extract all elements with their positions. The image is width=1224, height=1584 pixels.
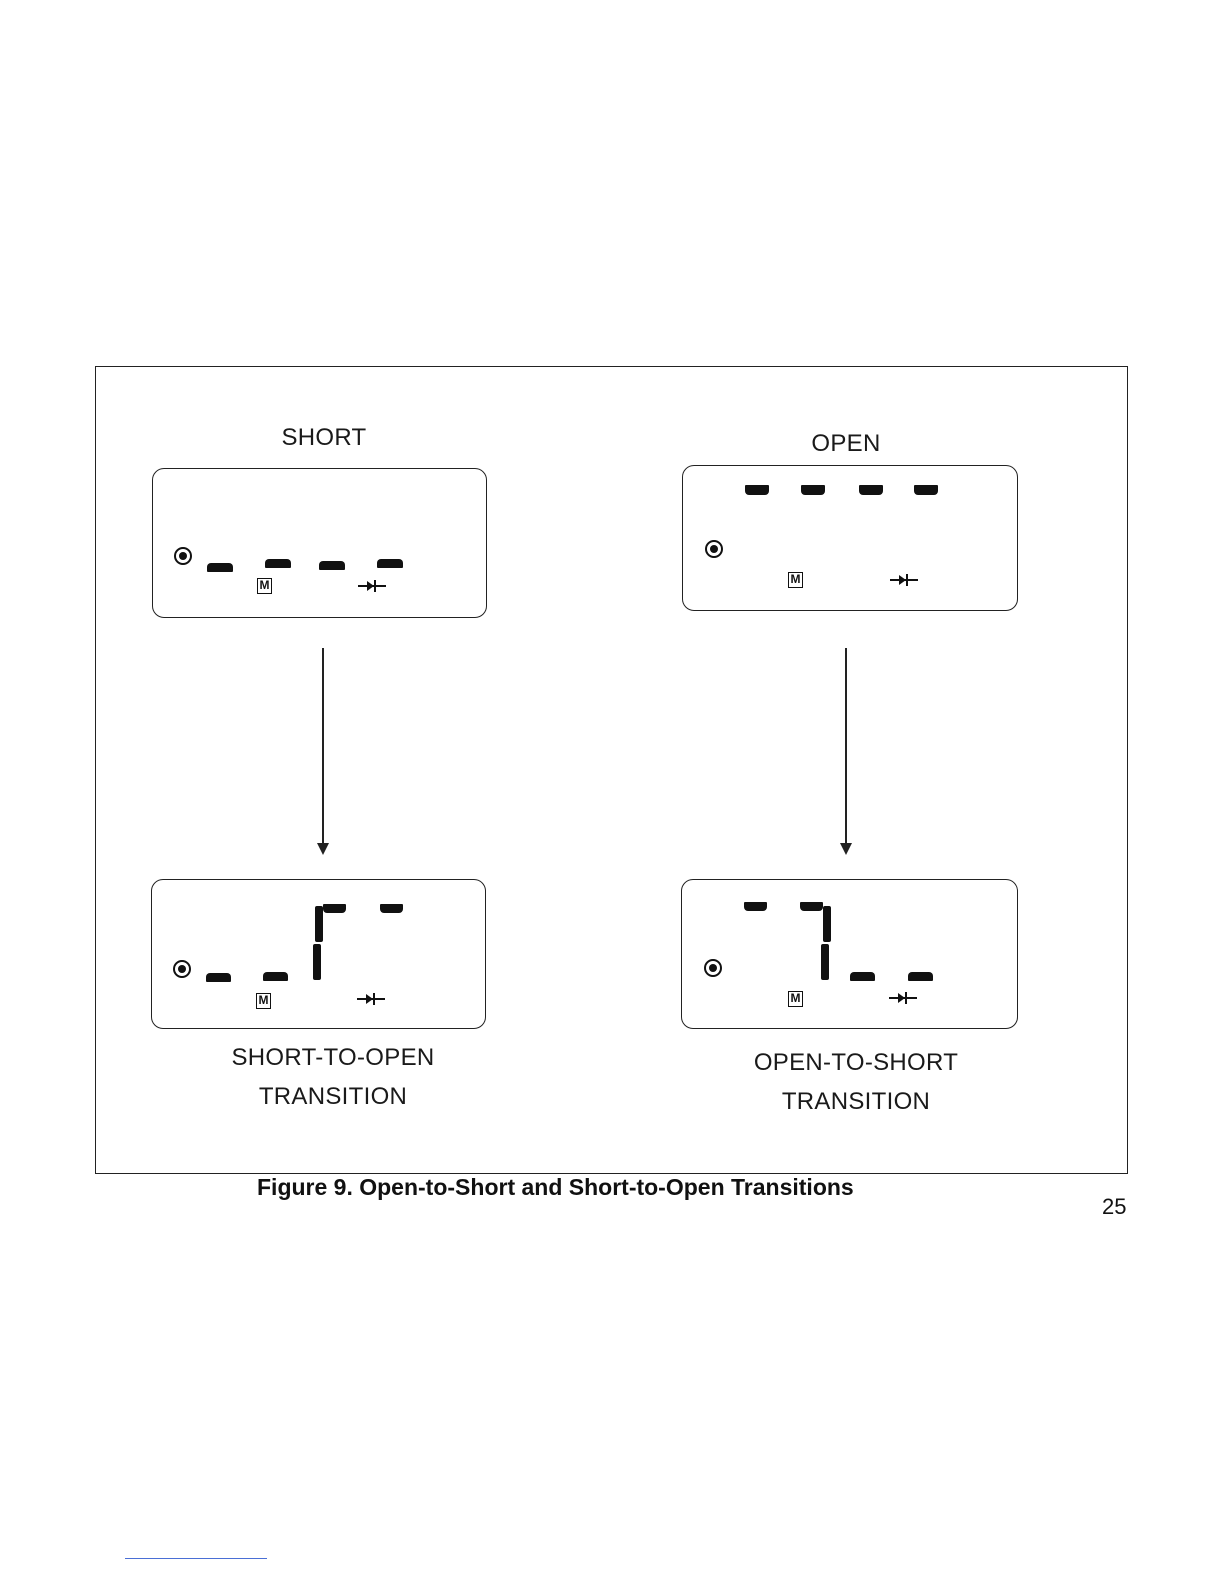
segment-bottom: [850, 972, 875, 981]
lcd-short-to-open: M: [151, 879, 486, 1029]
segment-top: [859, 485, 883, 495]
segment-top: [914, 485, 938, 495]
segment-top: [323, 904, 346, 913]
segment-top: [801, 485, 825, 495]
arrow-line-right: [845, 648, 847, 844]
target-icon: [704, 959, 722, 977]
target-icon: [174, 547, 192, 565]
segment-bottom: [263, 972, 288, 981]
segment-left-lower: [313, 944, 321, 980]
footer-rule: [125, 1558, 267, 1559]
open-to-short-label-line1: OPEN-TO-SHORT: [726, 1049, 986, 1077]
lcd-short: M: [152, 468, 487, 618]
arrow-line-left: [322, 648, 324, 844]
memory-m-icon: M: [257, 578, 272, 594]
short-to-open-label-line2: TRANSITION: [203, 1083, 463, 1111]
lcd-open: M: [682, 465, 1018, 611]
target-icon: [173, 960, 191, 978]
segment-top: [745, 485, 769, 495]
lcd-open-to-short: M: [681, 879, 1018, 1029]
segment-right-lower: [821, 944, 829, 980]
short-label: SHORT: [254, 424, 394, 452]
segment-bottom: [207, 563, 233, 572]
memory-m-icon: M: [788, 572, 803, 588]
segment-bottom: [377, 559, 403, 568]
memory-m-icon: M: [256, 993, 271, 1009]
diode-icon: [356, 992, 386, 1006]
diode-icon: [889, 573, 919, 587]
open-label: OPEN: [776, 430, 916, 458]
segment-top: [380, 904, 403, 913]
diode-icon: [357, 579, 387, 593]
segment-right-upper: [823, 906, 831, 942]
segment-top: [800, 902, 823, 911]
segment-bottom: [908, 972, 933, 981]
segment-bottom: [206, 973, 231, 982]
diode-icon: [888, 991, 918, 1005]
page-number: 25: [1102, 1194, 1126, 1220]
open-to-short-label-line2: TRANSITION: [726, 1088, 986, 1116]
segment-top: [744, 902, 767, 911]
arrow-head-left: [317, 843, 329, 855]
target-icon: [705, 540, 723, 558]
short-to-open-label-line1: SHORT-TO-OPEN: [203, 1044, 463, 1072]
segment-bottom: [319, 561, 345, 570]
figure-caption-text: Figure 9. Open-to-Short and Short-to-Ope…: [257, 1174, 854, 1201]
segment-bottom: [265, 559, 291, 568]
segment-left-upper: [315, 906, 323, 942]
arrow-head-right: [840, 843, 852, 855]
memory-m-icon: M: [788, 991, 803, 1007]
